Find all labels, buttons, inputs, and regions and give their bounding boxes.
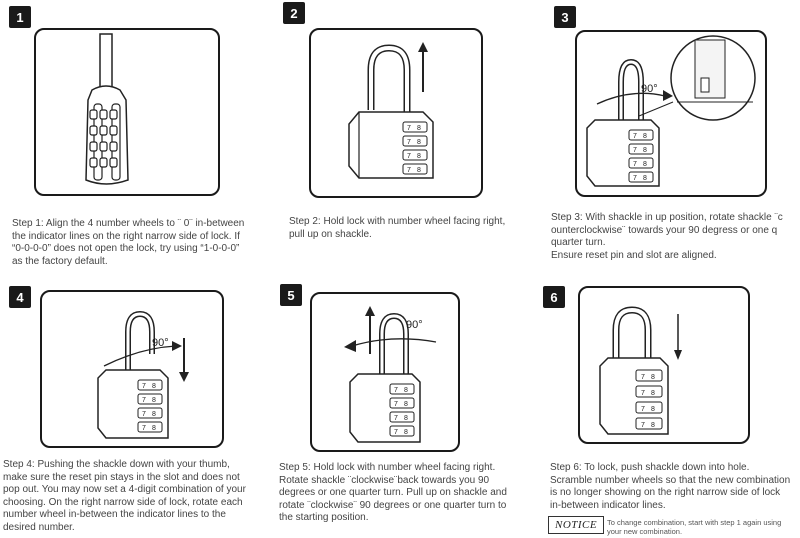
wheel-digit: 7 (633, 147, 637, 154)
wheel-digit: 7 (407, 139, 411, 146)
arrow-up-icon (365, 306, 375, 316)
wheel-digit: 8 (152, 383, 156, 390)
wheel-digit: 7 (407, 125, 411, 132)
wheel-digit: 7 (142, 383, 146, 390)
wheel-digit: 8 (651, 374, 655, 381)
step-4-badge: 4 (9, 286, 31, 308)
wheel-digit: 7 (641, 406, 645, 413)
step-5-badge: 5 (280, 284, 302, 306)
wheel-digit: 8 (152, 411, 156, 418)
wheel-digit: 8 (651, 406, 655, 413)
rotate-arrow-icon (172, 341, 182, 351)
step-1-badge: 1 (9, 6, 31, 28)
wheel-digit: 8 (643, 161, 647, 168)
wheel-digit: 8 (651, 422, 655, 429)
notice-label: NOTICE (548, 516, 605, 534)
rotate-arrow-icon (663, 90, 673, 101)
notice-text: To change combination, start with step 1… (607, 518, 782, 536)
wheel-digit: 7 (641, 374, 645, 381)
arrow-up-icon (418, 42, 428, 52)
wheel-digit: 8 (404, 387, 408, 394)
wheel-digit: 7 (142, 411, 146, 418)
wheel-digit: 7 (394, 401, 398, 408)
wheel-digit: 7 (407, 167, 411, 174)
step-1-text: Step 1: Align the 4 number wheels to ¨ 0… (12, 218, 245, 267)
wheel-digit: 7 (394, 415, 398, 422)
step-4-text: Step 4: Pushing the shackle down with yo… (3, 459, 246, 533)
rotation-angle: 90° (152, 337, 169, 349)
wheel-digit: 7 (394, 387, 398, 394)
wheel-digit: 7 (394, 429, 398, 436)
wheel-digit: 7 (641, 422, 645, 429)
wheel-digit: 7 (142, 397, 146, 404)
wheel-digit: 8 (152, 397, 156, 404)
rotation-angle: 90° (641, 83, 658, 95)
wheel-digit: 7 (633, 161, 637, 168)
rotate-arrow-icon (344, 340, 356, 352)
wheel-digit: 7 (407, 153, 411, 160)
step-3-badge: 3 (554, 6, 576, 28)
rotation-angle: 90° (406, 319, 423, 331)
wheel-digit: 8 (417, 153, 421, 160)
wheel-digit: 8 (651, 390, 655, 397)
lock-side-view (85, 33, 129, 185)
wheel-digit: 8 (152, 425, 156, 432)
wheel-digit: 8 (643, 147, 647, 154)
wheel-digit: 8 (404, 429, 408, 436)
wheel-digit: 7 (641, 390, 645, 397)
wheel-digit: 7 (633, 175, 637, 182)
step-6-badge: 6 (543, 286, 565, 308)
step-2-badge: 2 (283, 2, 305, 24)
wheel-digit: 7 (142, 425, 146, 432)
arrow-down-icon (179, 372, 189, 382)
wheel-digit: 8 (417, 125, 421, 132)
wheel-digit: 8 (643, 175, 647, 182)
wheel-digit: 8 (643, 133, 647, 140)
wheel-digit: 8 (404, 415, 408, 422)
step-3-text: Step 3: With shackle in up position, rot… (551, 212, 783, 261)
wheel-digit: 8 (417, 167, 421, 174)
step-2-text: Step 2: Hold lock with number wheel faci… (289, 216, 506, 240)
arrow-down-icon (674, 350, 682, 360)
wheel-digit: 8 (404, 401, 408, 408)
wheel-digit: 8 (417, 139, 421, 146)
step-5-text: Step 5: Hold lock with number wheel faci… (279, 462, 507, 523)
wheel-digit: 7 (633, 133, 637, 140)
step-1-illustration (34, 28, 220, 196)
step-6-text: Step 6: To lock, push shackle down into … (550, 462, 791, 511)
